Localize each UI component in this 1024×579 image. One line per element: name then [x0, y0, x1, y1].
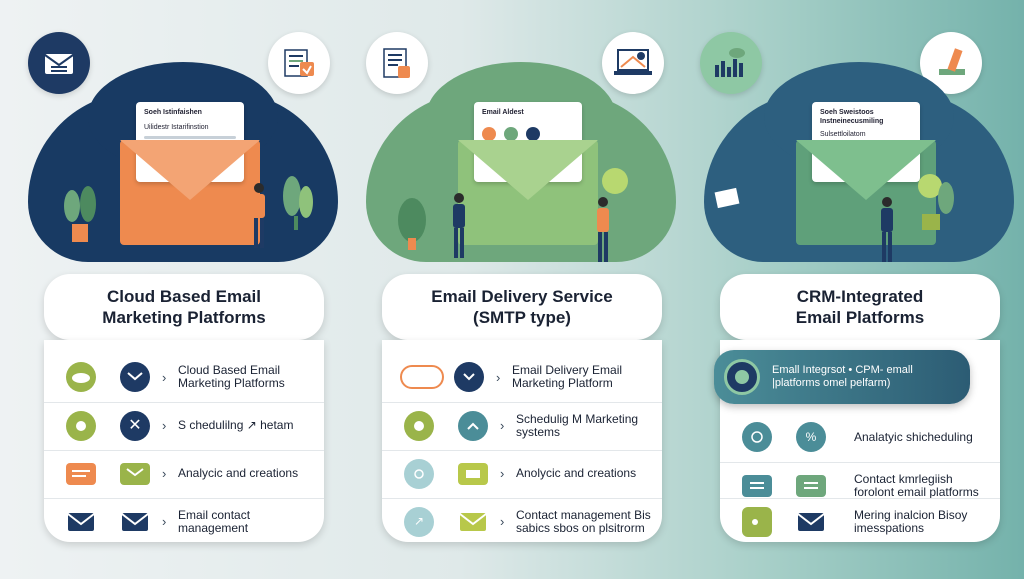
email-open-icon — [120, 362, 150, 392]
person-figure — [597, 197, 609, 262]
column-cloud-based: Soeh Istinfaishen Uilidestr Istarifinsti… — [10, 0, 350, 579]
envelope-flap — [796, 140, 936, 200]
analytics-icon — [66, 462, 96, 485]
clock-icon — [742, 422, 772, 452]
feature-list: › Cloud Based Email Marketing Platforms … — [44, 340, 324, 542]
arrow-icon: ↗ — [404, 506, 434, 537]
circle-icon — [404, 458, 434, 489]
mail-icon — [458, 507, 488, 537]
list-item[interactable]: › Schedulig M Marketing systems — [382, 402, 662, 448]
list-item[interactable]: › Analycic and creations — [44, 450, 324, 496]
chat-icon — [742, 506, 772, 537]
envelope-flap — [120, 140, 260, 200]
laptop-bubble — [602, 32, 664, 94]
list-icon — [796, 474, 826, 497]
close-icon: ✕ — [120, 410, 150, 441]
chart-bubble — [700, 32, 762, 94]
chevron-up-icon — [458, 410, 488, 441]
email-preview-title: Soeh Sweistoos Instneinecusmiling — [820, 109, 884, 125]
mail-icon-bubble — [28, 32, 90, 94]
list-item[interactable]: › Email contact management — [44, 498, 324, 544]
email-preview-title: Email Aldest — [482, 109, 524, 116]
chevron-right-icon: › — [496, 369, 501, 385]
chevron-right-icon: › — [500, 514, 505, 529]
checklist-bubble — [366, 32, 428, 94]
section-title: Email Delivery Service (SMTP type) — [382, 274, 662, 340]
envelope-flap — [458, 140, 598, 200]
chevron-right-icon: › — [162, 418, 167, 433]
chevron-right-icon: › — [162, 369, 167, 385]
column-crm-integrated: Soeh Sweistoos Instneinecusmiling Sulset… — [686, 0, 1024, 579]
person-figure — [881, 197, 893, 262]
feature-list: › Email Delivery Email Marketing Platfor… — [382, 340, 662, 542]
chevron-right-icon: › — [162, 466, 167, 481]
chevron-right-icon: › — [500, 418, 505, 433]
list-item[interactable]: ✕ › S chedulilng ↗ hetam — [44, 402, 324, 448]
chevron-down-icon — [454, 362, 484, 392]
list-item[interactable]: › Email Delivery Email Marketing Platfor… — [382, 354, 662, 400]
laptop-icon — [614, 49, 652, 75]
section-title: CRM-Integrated Email Platforms — [720, 274, 1000, 340]
email-preview-subtitle: Sulsettloilatom — [820, 131, 866, 138]
email-pill-icon — [400, 365, 444, 389]
percent-icon: % — [796, 422, 826, 452]
section-title: Cloud Based Email Marketing Platforms — [44, 274, 324, 340]
plant-icon — [64, 186, 96, 242]
chevron-right-icon: › — [162, 514, 167, 529]
list-item[interactable]: › Anolycic and creations — [382, 450, 662, 496]
globe-icon — [724, 359, 760, 395]
mail-icon — [120, 507, 150, 537]
lightbulb-icon — [602, 168, 628, 194]
list-item[interactable]: Mering inalcion Bisoy imesspations — [720, 498, 1000, 544]
puzzle-icon — [66, 410, 96, 441]
mail-icon — [44, 54, 74, 74]
analytics-icon — [458, 462, 488, 485]
list-item[interactable]: › Cloud Based Email Marketing Platforms — [44, 354, 324, 400]
plant-icon — [398, 198, 426, 250]
pencil-bubble — [920, 32, 982, 94]
bar-chart-icon — [715, 48, 745, 77]
chevron-right-icon: › — [500, 466, 505, 481]
list-item[interactable]: ↗ › Contact management Bis sabics sbos o… — [382, 498, 662, 544]
document-icon — [714, 187, 740, 209]
plant-icon — [918, 174, 954, 230]
person-figure — [253, 183, 265, 248]
pencil-icon — [939, 48, 965, 75]
mail-icon — [66, 507, 96, 537]
column-email-delivery: Email Aldest Email Delivery Service (SMT… — [348, 0, 688, 579]
cloud-icon — [66, 362, 96, 392]
mail-icon — [796, 507, 826, 537]
list-item[interactable]: Contact kmrlegiish forolont email platfo… — [720, 462, 1000, 508]
checklist-icon — [383, 48, 410, 78]
email-preview-subtitle: Uilidestr Istarifinstion — [144, 124, 209, 131]
puzzle-icon — [404, 410, 434, 441]
list-icon — [742, 474, 772, 497]
email-preview-title: Soeh Istinfaishen — [144, 109, 202, 116]
plant-icon — [283, 176, 313, 230]
person-figure — [453, 193, 465, 258]
document-check-icon — [284, 49, 314, 77]
document-check-bubble — [268, 32, 330, 94]
crm-highlight-banner[interactable]: Emall Integrsot • CPM- emall |platforms … — [714, 350, 970, 404]
mail-icon — [120, 462, 150, 485]
list-item[interactable]: % Analatyic shicheduling — [720, 414, 1000, 460]
